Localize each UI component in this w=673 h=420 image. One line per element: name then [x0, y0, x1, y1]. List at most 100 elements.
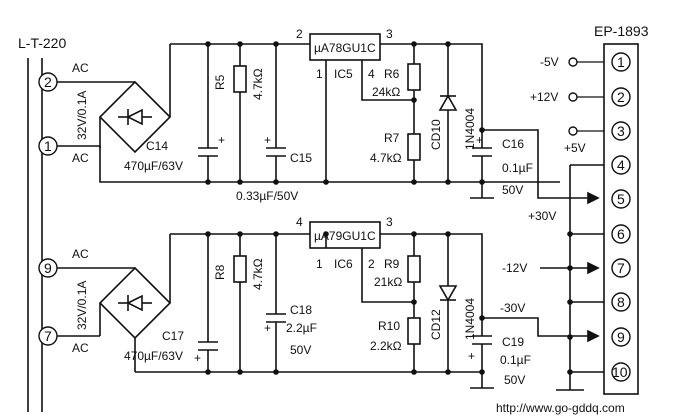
right-pins: 1 2 3 4 5 6 7 8 9 10 [611, 52, 631, 382]
c16-voltage: 50V [502, 183, 523, 197]
r7: R7 4.7kΩ [370, 131, 421, 182]
right-connector-name: EP-1893 [594, 23, 649, 39]
right-pin-1: 1 [617, 54, 625, 70]
r9: R9 21kΩ [374, 234, 421, 318]
r9-ref: R9 [384, 257, 400, 271]
r7-ref: R7 [384, 131, 400, 145]
right-pin-5: 5 [617, 191, 625, 207]
r8-value: 4.7kΩ [251, 258, 265, 290]
cd10-diode: CD10 1N4004 [429, 44, 477, 182]
bridge-rectifier-upper [98, 44, 560, 183]
ic6-pin2: 2 [368, 257, 375, 271]
rail-minus-12v: -12V [502, 261, 527, 275]
ic5-pin1: 1 [316, 67, 323, 81]
upper-section: 32V/0.1A + C14 470µF/63V R5 4.7kΩ [57, 27, 600, 223]
rail-plus-12v: +12V [530, 90, 558, 104]
c15-value: 0.33µF/50V [236, 189, 298, 203]
right-pin-7: 7 [617, 260, 625, 276]
output-plus-30v: +30V [528, 209, 556, 223]
lower-section: 32V/0.1A + C17 470µF/63V R8 4.7kΩ [57, 215, 600, 389]
r10: R10 2.2kΩ [370, 317, 421, 372]
left-connector-name: L-T-220 [18, 35, 66, 51]
c18-value: 2.2µF [286, 321, 317, 335]
c17-value: 470µF/63V [124, 349, 183, 363]
ic6-ref: IC6 [334, 257, 353, 271]
svg-text:+: + [218, 133, 225, 147]
cd10-part: 1N4004 [463, 108, 477, 150]
c19-value: 0.1µF [500, 353, 531, 367]
ac-label-4: AC [72, 341, 89, 355]
ic5-pin3: 3 [386, 27, 393, 41]
cd12-diode: CD12 1N4004 [429, 234, 477, 372]
c14-value: 470µF/63V [124, 159, 183, 173]
cd12-ref: CD12 [429, 309, 443, 340]
ac-label-2: AC [72, 151, 89, 165]
cd10-ref: CD10 [429, 119, 443, 150]
r8: R8 4.7kΩ [213, 234, 265, 372]
r6-ref: R6 [384, 67, 400, 81]
cd12-part: 1N4004 [463, 298, 477, 340]
c19-ref: C19 [502, 335, 524, 349]
c16-value: 0.1µF [502, 161, 533, 175]
c19-voltage: 50V [504, 373, 525, 387]
right-pin-8: 8 [617, 294, 625, 310]
r5-ref: R5 [213, 74, 227, 90]
right-pin-6: 6 [617, 226, 625, 242]
c17: + C17 470µF/63V [124, 234, 218, 372]
r10-ref: R10 [378, 319, 400, 333]
svg-text:+: + [194, 351, 201, 365]
svg-text:+: + [264, 321, 271, 335]
left-pin-7: 7 [44, 328, 52, 344]
right-pin-2: 2 [617, 89, 625, 105]
r6-value: 24kΩ [372, 85, 400, 99]
ic5-ref: IC5 [334, 67, 353, 81]
svg-text:+: + [264, 133, 271, 147]
ic6-part: µA79GU1C [314, 229, 376, 243]
bridge-rectifier-lower [98, 234, 172, 372]
r7-value: 4.7kΩ [370, 151, 402, 165]
ic5-regulator: µA78GU1C 2 3 1 IC5 4 [296, 27, 414, 182]
c15-ref: C15 [290, 151, 312, 165]
rail-plus-5v: +5V [564, 141, 586, 155]
r9-value: 21kΩ [374, 275, 402, 289]
right-pin-9: 9 [617, 329, 625, 345]
c19: + C19 0.1µF 50V [468, 318, 531, 389]
right-pin-10: 10 [612, 364, 628, 380]
rail-minus-5v: -5V [540, 55, 559, 69]
c14: + C14 470µF/63V [124, 44, 225, 182]
right-pin-3: 3 [617, 123, 625, 139]
c18-ref: C18 [290, 303, 312, 317]
svg-text:+: + [476, 133, 483, 147]
ic6-pin4: 4 [296, 215, 303, 229]
left-pin-2: 2 [44, 74, 52, 90]
c18-voltage: 50V [290, 343, 311, 357]
ic5-pin2: 2 [296, 27, 303, 41]
r8-ref: R8 [213, 264, 227, 280]
ic6-pin1: 1 [316, 257, 323, 271]
c15: + C15 0.33µF/50V [236, 44, 312, 203]
left-pin-9: 9 [44, 260, 52, 276]
output-minus-30v: -30V [500, 301, 525, 315]
left-pin-1: 1 [44, 138, 52, 154]
rating-lower: 32V/0.1A [75, 281, 89, 330]
c14-ref: C14 [146, 139, 168, 153]
rating-upper: 32V/0.1A [75, 91, 89, 140]
ic6-pin3: 3 [386, 215, 393, 229]
ac-label-1: AC [72, 61, 89, 75]
r5-value: 4.7kΩ [251, 68, 265, 100]
c16-ref: C16 [502, 137, 524, 151]
r5: R5 4.7kΩ [213, 44, 265, 182]
ac-label-3: AC [72, 247, 89, 261]
ic5-pin4: 4 [368, 67, 375, 81]
r10-value: 2.2kΩ [370, 339, 402, 353]
ic5-part: µA78GU1C [314, 41, 376, 55]
right-connector: EP-1893 1 2 3 4 5 6 7 8 9 10 -5V [502, 23, 649, 395]
c16: + C16 0.1µF 50V [470, 130, 533, 199]
ic6-regulator: µA79GU1C 4 3 1 IC6 2 [296, 215, 414, 303]
watermark-url: http://www.go-gddq.com [496, 401, 625, 415]
c17-ref: C17 [162, 329, 184, 343]
svg-text:+: + [468, 349, 475, 363]
c18: + C18 2.2µF 50V [264, 234, 317, 372]
right-pin-4: 4 [617, 157, 625, 173]
